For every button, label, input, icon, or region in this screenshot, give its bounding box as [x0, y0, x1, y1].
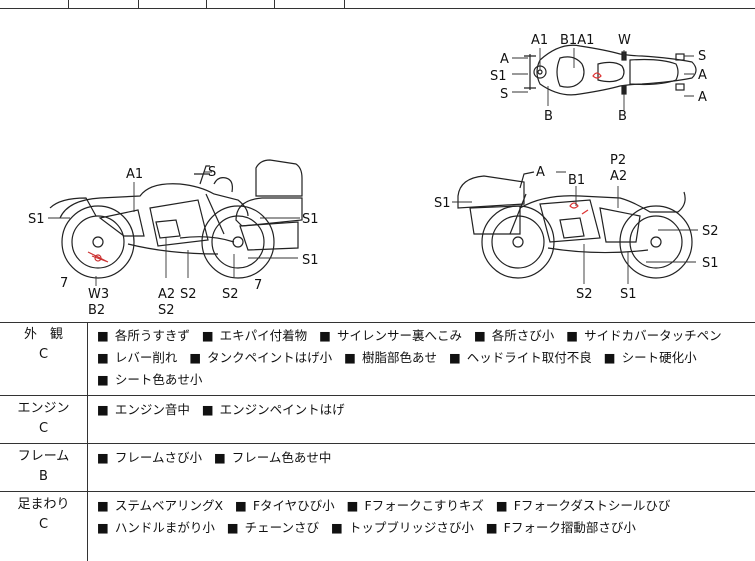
note-item: ヘッドライト取付不良: [449, 350, 592, 365]
diagram-label: A: [698, 68, 707, 83]
diagram-label: B: [544, 109, 553, 124]
note-item: ステムベアリングX: [97, 498, 223, 513]
diagram-label: S2: [702, 224, 719, 239]
diagram-label: S: [698, 49, 706, 64]
note-item: レバー削れ: [97, 350, 177, 365]
diagram-label: S1: [434, 196, 451, 211]
left-view-bike: [49, 159, 303, 279]
category-label: 外 観: [23, 327, 63, 342]
grade-label: B: [39, 469, 48, 484]
notes-cell: フレームさび小 フレーム色あせ中: [97, 447, 747, 469]
category-label: 足まわり: [17, 497, 70, 512]
diagram-label: W3: [88, 287, 109, 302]
diagram-label: S1: [302, 253, 319, 268]
condition-row-frame: フレーム B フレームさび小 フレーム色あせ中: [0, 444, 755, 492]
diagram-label: A1: [126, 167, 143, 182]
note-item: Fフォークダストシールひび: [496, 498, 671, 513]
note-item: タンクペイントはげ小: [189, 350, 332, 365]
note-item: エンジンペイントはげ: [202, 402, 345, 417]
note-item: 各所うすきず: [97, 328, 190, 343]
note-item: シート硬化小: [604, 350, 697, 365]
previous-table-strip: [0, 0, 755, 9]
diagram-label: B2: [88, 303, 105, 318]
damage-diagram: A1 B1A1 W A S1 S B B S A A A1 S S1 S1 S1…: [0, 8, 755, 323]
category-cell: フレーム B: [0, 444, 88, 491]
diagram-label: B1: [568, 173, 585, 188]
diagram-label: 7: [254, 278, 262, 293]
category-cell: エンジン C: [0, 396, 88, 443]
diagram-label: A: [500, 52, 509, 67]
diagram-label: S1: [620, 287, 637, 302]
note-item: Fフォーク摺動部さび小: [486, 520, 636, 535]
note-item: フレーム色あせ中: [214, 450, 331, 465]
diagram-label: S2: [158, 303, 175, 318]
condition-row-exterior: 外 観 C 各所うすきず エキパイ付着物 サイレンサー裏へこみ 各所さび小 サイ…: [0, 322, 755, 396]
diagram-label: A2: [158, 287, 175, 302]
diagram-label: S2: [222, 287, 239, 302]
grade-label: C: [38, 347, 49, 362]
diagram-label: S: [500, 87, 508, 102]
diagram-label: A1: [531, 33, 548, 48]
diagram-label: S1: [490, 69, 507, 84]
note-item: エキパイ付着物: [202, 328, 307, 343]
note-item: シート色あせ小: [97, 372, 202, 387]
note-item: チェーンさび: [227, 520, 319, 535]
diagram-label: S1: [702, 256, 719, 271]
right-view-bike: [457, 171, 693, 279]
diagram-label: S: [208, 165, 216, 180]
note-item: サイレンサー裏へこみ: [319, 328, 462, 343]
category-cell: 外 観 C: [0, 322, 88, 395]
diagram-label: 7: [60, 276, 68, 291]
condition-row-engine: エンジン C エンジン音中 エンジンペイントはげ: [0, 396, 755, 444]
diagram-label: S2: [180, 287, 197, 302]
note-item: フレームさび小: [97, 450, 202, 465]
condition-row-suspension: 足まわり C ステムベアリングX Fタイヤひび小 Fフォークこすりキズ Fフォー…: [0, 492, 755, 561]
category-cell: 足まわり C: [0, 492, 88, 561]
grade-label: C: [38, 517, 49, 532]
top-view-bike: [524, 44, 697, 96]
diagram-label: A: [536, 165, 545, 180]
motorcycle-diagram-svg: A1 B1A1 W A S1 S B B S A A A1 S S1 S1 S1…: [28, 33, 719, 318]
diagram-label: B: [618, 109, 627, 124]
category-label: フレーム: [17, 449, 70, 464]
diagram-label: A2: [610, 169, 627, 184]
diagram-label: S1: [302, 212, 319, 227]
note-item: サイドカバータッチペン: [566, 328, 721, 343]
diagram-label: W: [618, 33, 631, 48]
category-label: エンジン: [17, 401, 70, 416]
notes-cell: 各所うすきず エキパイ付着物 サイレンサー裏へこみ 各所さび小 サイドカバータッ…: [97, 325, 747, 391]
diagram-label: A: [698, 90, 707, 105]
grade-label: C: [38, 421, 49, 436]
note-item: Fタイヤひび小: [235, 498, 335, 513]
notes-cell: エンジン音中 エンジンペイントはげ: [97, 399, 747, 421]
diagram-label: P2: [610, 153, 626, 168]
diagram-label: S1: [28, 212, 45, 227]
note-item: エンジン音中: [97, 402, 190, 417]
note-item: 樹脂部色あせ: [344, 350, 437, 365]
diagram-label: S2: [576, 287, 593, 302]
note-item: トップブリッジさび小: [331, 520, 474, 535]
diagram-label: B1A1: [560, 33, 594, 48]
note-item: ハンドルまがり小: [97, 520, 215, 535]
note-item: 各所さび小: [474, 328, 554, 343]
note-item: Fフォークこすりキズ: [347, 498, 484, 513]
notes-cell: ステムベアリングX Fタイヤひび小 Fフォークこすりキズ Fフォークダストシール…: [97, 495, 747, 539]
